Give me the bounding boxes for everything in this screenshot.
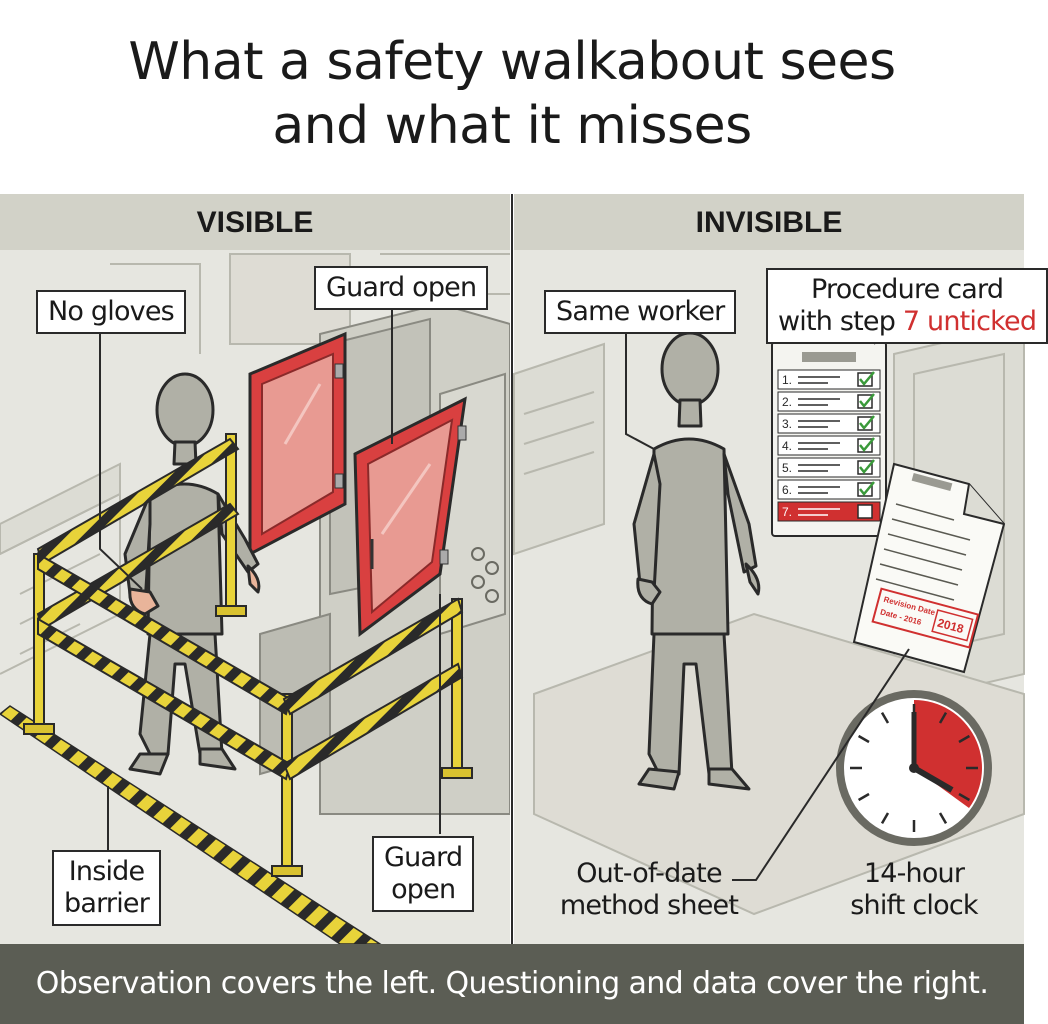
label-inside-barrier: Inside barrier [52,850,162,926]
checkmark-icon [859,393,875,408]
label-inside-barrier-line-1: Inside [68,856,145,887]
label-guard-open-top: Guard open [314,266,489,310]
label-method-sheet-line-1: Out-of-date [576,858,722,889]
label-inside-barrier-line-2: barrier [64,888,150,919]
invisible-panel: INVISIBLE 1. 2. 3. 4. 5. 6. 7. [513,194,1048,944]
procedure-step-unticked: 7. [777,501,881,522]
label-shift-clock: 14-hour shift clock [832,858,996,922]
label-same-worker: Same worker [544,290,737,334]
visible-leader-lines [99,304,441,854]
label-shift-clock-line-2: shift clock [850,890,978,921]
checkmark-icon [859,371,875,386]
clock-tick [880,812,890,825]
page-title-line-2: and what it misses [272,96,752,156]
procedure-step-ticked: 5. [777,457,881,478]
procedure-step-ticked: 6. [777,479,881,500]
checkmark-icon [859,459,875,474]
visible-scene [0,253,511,945]
procedure-step-number: 2. [782,395,792,409]
clock-tick [857,792,870,802]
invisible-panel-heading: INVISIBLE [514,194,1024,250]
procedure-step-number: 6. [782,483,792,497]
guard-door-lower [353,396,467,637]
same-worker-figure [632,331,761,791]
panel-divider [510,194,514,944]
label-guard-open-bottom: Guard open [372,836,475,912]
procedure-step-ticked: 4. [777,435,881,456]
checkbox-icon [857,504,873,519]
clock-tick [938,711,948,724]
clock-hour-hand [912,765,954,793]
label-procedure-card: Procedure card with step 7 unticked [766,268,1048,344]
visible-panel-heading: VISIBLE [0,194,510,250]
procedure-step-number: 7. [782,505,792,519]
label-guard-open-bottom-line-2: open [391,874,456,905]
label-method-sheet: Out-of-date method sheet [544,858,754,922]
procedure-step-ticked: 2. [777,391,881,412]
safety-barrier [23,433,473,877]
procedure-step-number: 5. [782,461,792,475]
invisible-scene: 1. 2. 3. 4. 5. 6. 7. Revision Date Date - 2016… [513,322,1025,916]
shift-clock [836,690,992,846]
checkmark-icon [859,437,875,452]
clock-elapsed-wedge [914,700,983,808]
label-procedure-card-line-2: with step 7 unticked [778,306,1037,338]
procedure-card: 1. 2. 3. 4. 5. 6. 7. [771,341,887,537]
procedure-step-number: 1. [782,373,792,387]
clock-tick [880,711,890,724]
visible-panel: VISIBLE [0,194,511,945]
clock-tick [938,812,948,825]
clock-tick [857,734,870,744]
label-procedure-card-line-1: Procedure card [811,274,1004,305]
label-method-sheet-line-2: method sheet [559,890,739,921]
page-title: What a safety walkabout sees and what it… [0,30,1024,158]
label-procedure-card-prefix: with step [778,306,903,337]
label-no-gloves: No gloves [36,290,186,334]
guard-door-upper [248,331,347,557]
footer-caption: Observation covers the left. Questioning… [0,944,1024,1024]
label-step-unticked: 7 unticked [902,306,1037,337]
procedure-step-number: 3. [782,417,792,431]
procedure-step-number: 4. [782,439,792,453]
checkmark-icon [859,481,875,496]
checkmark-icon [859,415,875,430]
stamp-year: 2018 [936,616,966,637]
method-sheet: Revision Date Date - 2016 2018 [852,462,1006,674]
procedure-step-ticked: 3. [777,413,881,434]
label-guard-open-bottom-line-1: Guard [384,842,463,873]
clock-tick [958,792,971,802]
procedure-step-ticked: 1. [777,369,881,390]
label-shift-clock-line-1: 14-hour [863,858,965,889]
clock-tick [958,734,971,744]
page-title-line-1: What a safety walkabout sees [128,32,896,92]
